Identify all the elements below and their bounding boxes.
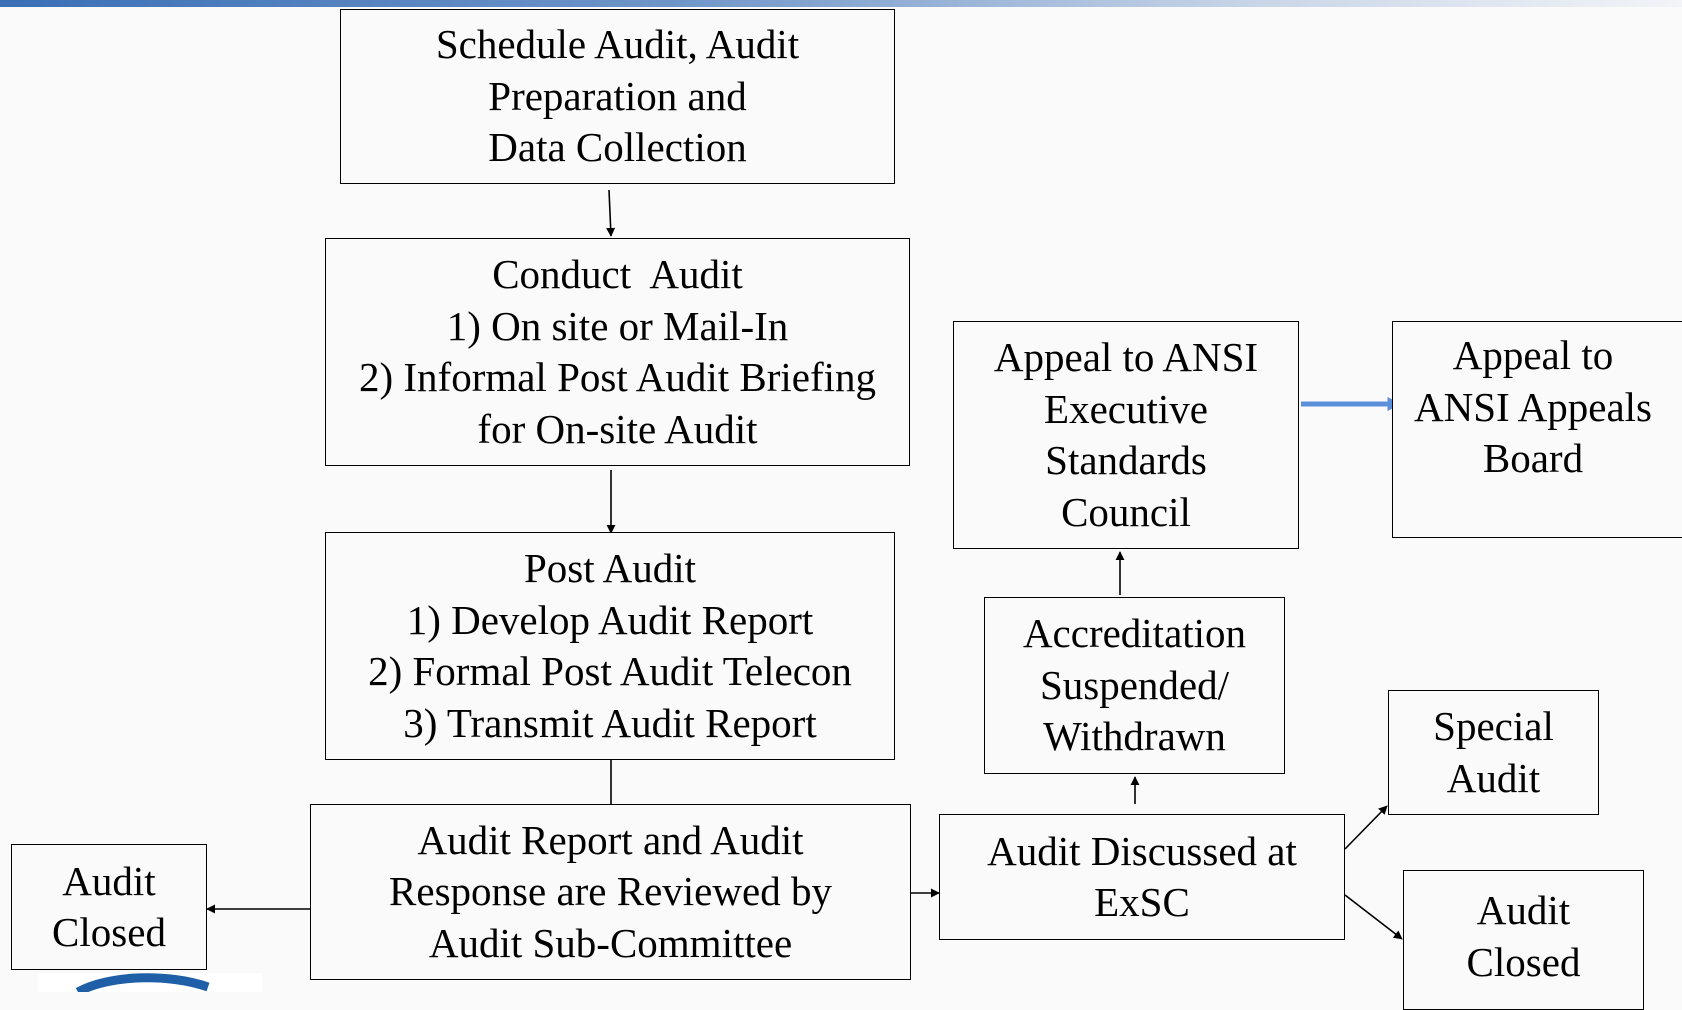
node-text-line: Data Collection: [488, 124, 747, 171]
node-text-line: for On-site Audit: [477, 405, 758, 452]
node-text-line: Closed: [1466, 938, 1581, 985]
node-audit-review: Audit Report and Audit Response are Revi…: [310, 804, 911, 980]
top-accent-bar: [0, 0, 1682, 7]
node-text-line: Audit: [1476, 887, 1571, 933]
node-text-line: Audit: [62, 857, 156, 904]
node-appeal-executive-council: Appeal to ANSI Executive Standards Counc…: [953, 321, 1299, 549]
node-text-line: Suspended/: [1039, 661, 1230, 708]
node-text-line: Preparation and: [488, 72, 747, 119]
node-text-line: Special: [1433, 703, 1554, 749]
node-audit-closed-right: Audit Closed: [1403, 870, 1644, 1010]
node-text-line: ExSC: [1094, 879, 1190, 925]
node-text-line: Executive: [1044, 385, 1208, 432]
node-text-line: Schedule Audit, Audit: [435, 21, 800, 68]
node-text-line: Closed: [52, 909, 166, 955]
node-text-line: Audit Sub-Committee: [428, 919, 793, 966]
node-text-line: 2) Formal Post Audit Telecon: [368, 648, 852, 694]
node-text-line: Response are Reviewed by: [389, 868, 832, 915]
logo-icon: [38, 973, 262, 992]
node-text-line: Standards: [1045, 437, 1207, 483]
node-conduct-audit: Conduct Audit 1) On site or Mail-In 2) I…: [325, 238, 910, 466]
node-audit-discussed-exsc: Audit Discussed at ExSC: [939, 814, 1345, 940]
node-post-audit: Post Audit 1) Develop Audit Report 2) Fo…: [325, 532, 895, 760]
node-text-line: Audit Report and Audit: [417, 816, 804, 863]
node-text-line: Withdrawn: [1043, 713, 1226, 760]
node-text-line: Accreditation: [1022, 610, 1247, 657]
node-text-line: Board: [1482, 435, 1584, 481]
node-text-line: Appeal to ANSI: [993, 334, 1259, 380]
node-special-audit: Special Audit: [1388, 690, 1599, 815]
node-text-line: Post Audit: [523, 545, 696, 591]
node-text-line: Audit Discussed at: [987, 827, 1297, 874]
arrow-schedule-to-conduct: [606, 189, 616, 237]
node-text-line: Council: [1061, 488, 1191, 535]
node-audit-closed-left: Audit Closed: [11, 844, 207, 970]
node-text-line: 1) On site or Mail-In: [446, 302, 789, 349]
node-text-line: ANSI Appeals: [1414, 383, 1653, 430]
node-text-line: 1) Develop Audit Report: [406, 596, 814, 643]
node-appeal-appeals-board: Appeal to ANSI Appeals Board: [1392, 321, 1682, 538]
node-text-line: Audit: [1446, 754, 1541, 801]
node-text-line: Appeal to: [1452, 332, 1614, 378]
arrow-exsc-to-special: [1344, 805, 1388, 850]
node-schedule-audit: Schedule Audit, Audit Preparation and Da…: [340, 9, 895, 184]
node-text-line: 2) Informal Post Audit Briefing: [358, 354, 876, 400]
arrow-exsc-to-closed-right: [1344, 894, 1403, 940]
node-accreditation-suspended: Accreditation Suspended/ Withdrawn: [984, 597, 1285, 774]
node-text-line: Conduct Audit: [492, 251, 743, 297]
node-text-line: 3) Transmit Audit Report: [403, 699, 817, 746]
